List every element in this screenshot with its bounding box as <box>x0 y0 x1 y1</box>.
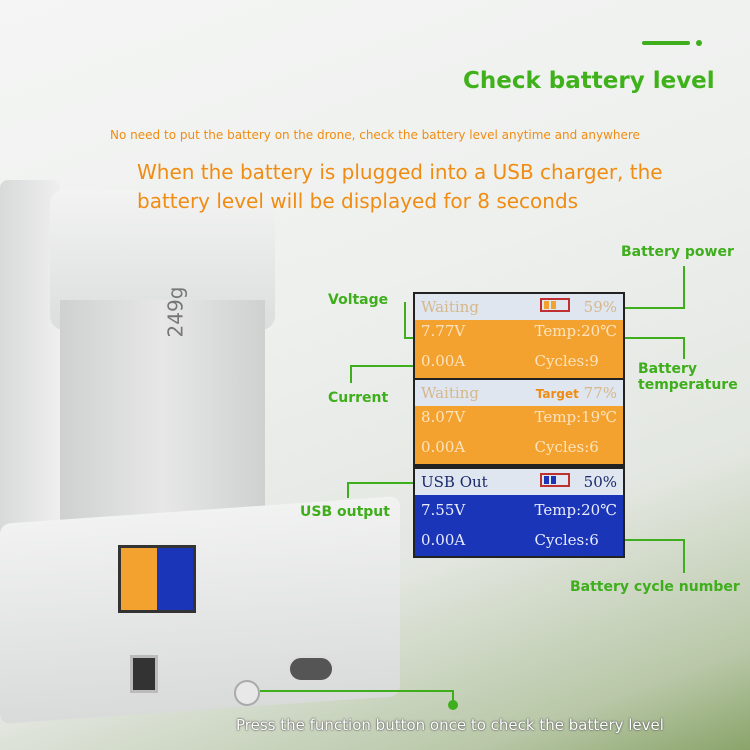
label-voltage: Voltage <box>328 292 389 308</box>
slot-panel-2: Waiting Target 77% 8.07V Temp:19℃ 0.00A Cyc… <box>415 380 623 464</box>
cycles: Cycles:6 <box>534 438 599 456</box>
percent: 59% <box>583 298 617 316</box>
percent: 77% <box>583 384 617 402</box>
label-usb-output: USB output <box>300 504 390 520</box>
temp: Temp:20℃ <box>534 322 617 340</box>
function-button[interactable] <box>234 680 260 706</box>
usb-c-port <box>287 655 335 683</box>
percent: 50% <box>583 473 617 491</box>
page-title: Check battery level <box>463 68 715 94</box>
label-current: Current <box>328 390 389 406</box>
voltage: 7.55V <box>421 501 466 519</box>
current: 0.00A <box>421 530 466 549</box>
battery-icon <box>539 473 570 487</box>
lcd-screen: Waiting 59% 7.77V Temp:20℃ 0.00A Cycles:9 W… <box>413 292 625 558</box>
decor-dot <box>696 40 702 46</box>
usb-a-port <box>130 655 158 693</box>
voltage: 7.77V <box>421 322 466 340</box>
footer-caption: Press the function button once to check … <box>236 716 664 734</box>
decor-line <box>642 41 690 45</box>
voltage: 8.07V <box>421 408 466 426</box>
headline-line-2: battery level will be displayed for 8 se… <box>137 189 579 213</box>
battery-label: 249g <box>163 286 188 338</box>
slot-panel-3: USB Out 50% 7.55V Temp:20℃ 0.00A Cycles:6 <box>415 469 623 556</box>
label-battery-power: Battery power <box>621 244 734 260</box>
status: Waiting <box>421 384 479 402</box>
current: 0.00A <box>421 352 466 370</box>
cycles: Cycles:9 <box>534 352 599 370</box>
label-battery-temp-1: Battery <box>638 361 698 377</box>
battery-icon <box>539 298 570 312</box>
slot-panel-1: Waiting 59% 7.77V Temp:20℃ 0.00A Cycles:9 <box>415 294 623 378</box>
current: 0.00A <box>421 438 466 456</box>
status: Waiting <box>421 298 479 316</box>
target-label: Target <box>535 387 579 401</box>
headline-line-1: When the battery is plugged into a USB c… <box>137 160 663 184</box>
label-battery-temp-2: temperature <box>638 377 738 393</box>
temp: Temp:19℃ <box>534 408 617 426</box>
subtitle: No need to put the battery on the drone,… <box>110 128 640 142</box>
cycles: Cycles:6 <box>534 530 599 549</box>
label-battery-cycle: Battery cycle number <box>570 579 740 595</box>
temp: Temp:20℃ <box>534 501 617 519</box>
status: USB Out <box>421 473 488 491</box>
